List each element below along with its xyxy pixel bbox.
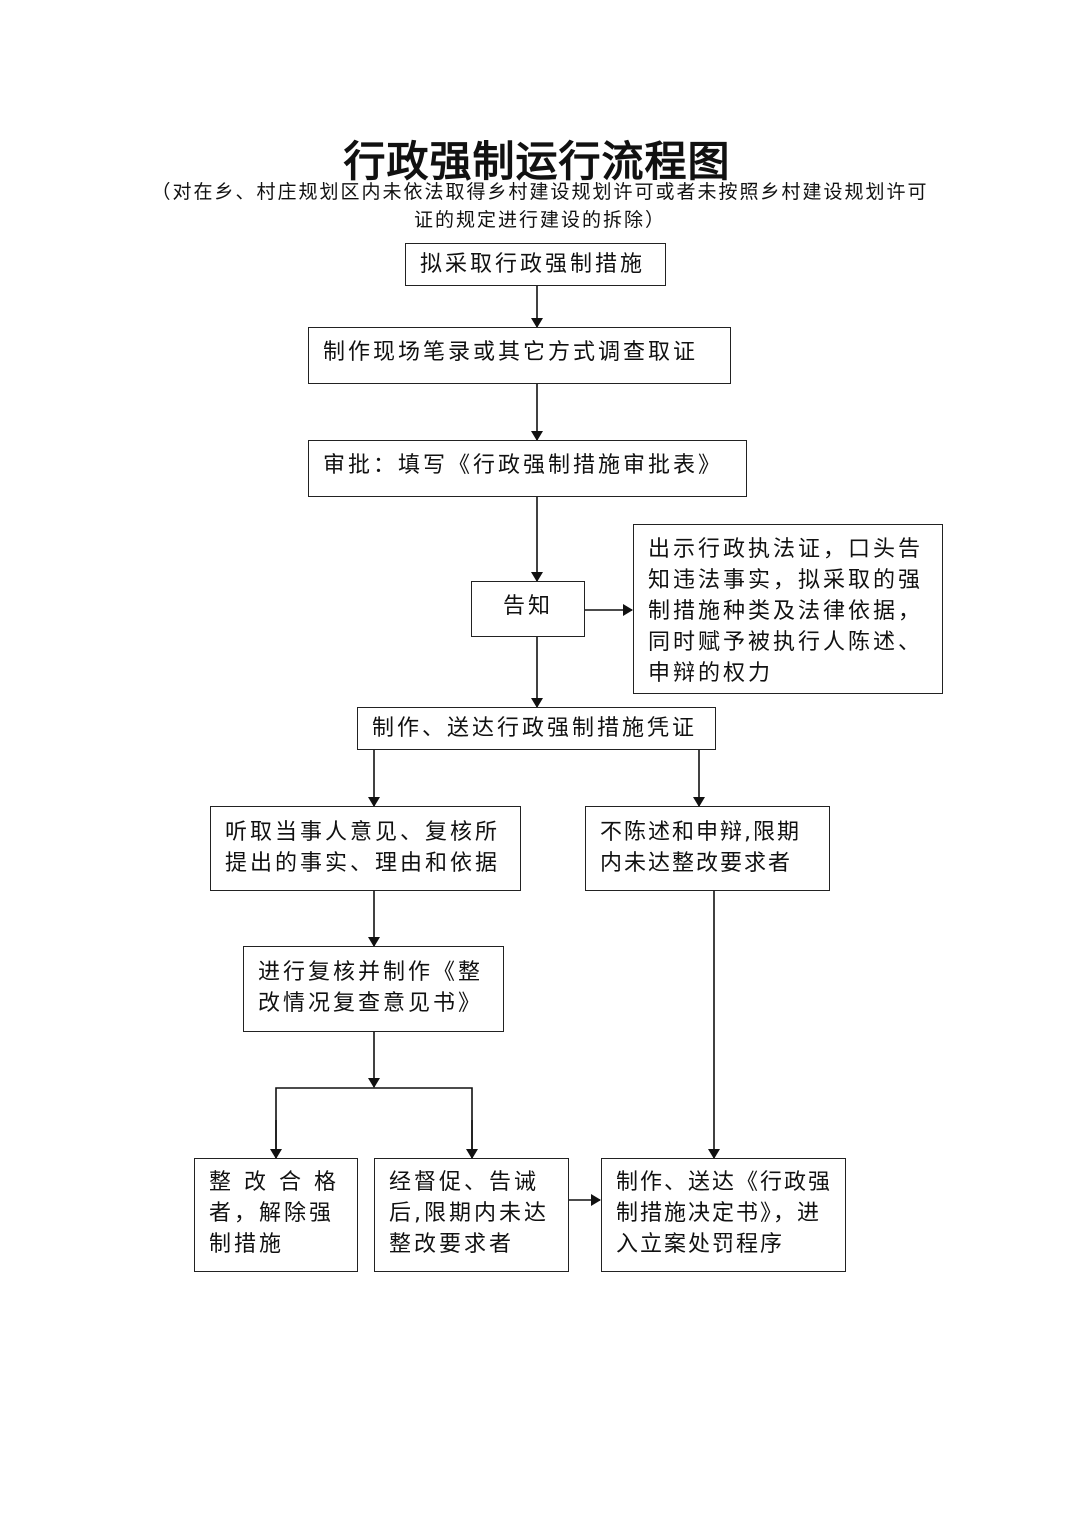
note-notify-details: 出示行政执法证，口头告知违法事实，拟采取的强制措施种类及法律依据，同时赋予被执行… [633,524,943,694]
step-text: 拟采取行政强制措施 [420,252,646,277]
step-text: 进行复核并制作《整改情况复查意见书》 [258,960,484,1016]
step-decision-penalty: 制作、送达《行政强制措施决定书》，进入立案处罚程序 [601,1158,846,1272]
note-text: 出示行政执法证，口头告知违法事实，拟采取的强制措施种类及法律依据，同时赋予被执行… [648,537,924,686]
page-title: 行政强制运行流程图 [343,137,731,186]
step-investigate: 制作现场笔录或其它方式调查取证 [308,327,731,384]
split-line [275,1087,473,1158]
step-not-rectified: 经督促、告诫后,限期内未达整改要求者 [374,1158,569,1272]
step-text: 告知 [502,594,553,619]
step-text: 审批：填写《行政强制措施审批表》 [323,453,724,478]
step-hear-opinions: 听取当事人意见、复核所提出的事实、理由和依据 [210,806,521,891]
step-text: 听取当事人意见、复核所提出的事实、理由和依据 [225,820,501,876]
step-text: 制作现场笔录或其它方式调查取证 [323,340,699,365]
step-text: 不陈述和申辩,限期内未达整改要求者 [600,820,801,876]
step-rectified-release: 整 改 合 格 者，解除强制措施 [194,1158,358,1272]
step-notify: 告知 [471,581,585,637]
step-text: 制作、送达《行政强制措施决定书》，进入立案处罚程序 [616,1170,833,1257]
step-text: 制作、送达行政强制措施凭证 [372,716,698,741]
step-deliver-voucher: 制作、送达行政强制措施凭证 [357,707,716,750]
step-review-report: 进行复核并制作《整改情况复查意见书》 [243,946,504,1032]
step-approval: 审批：填写《行政强制措施审批表》 [308,440,747,497]
step-no-statement: 不陈述和申辩,限期内未达整改要求者 [585,806,830,891]
step-propose-measure: 拟采取行政强制措施 [405,243,666,286]
step-text: 整 改 合 格 者，解除强制措施 [209,1170,339,1257]
page-subtitle: （对在乡、村庄规划区内未依法取得乡村建设规划许可或者未按照乡村建设规划许可证的规… [151,181,929,231]
step-text: 经督促、告诫后,限期内未达整改要求者 [389,1170,549,1257]
